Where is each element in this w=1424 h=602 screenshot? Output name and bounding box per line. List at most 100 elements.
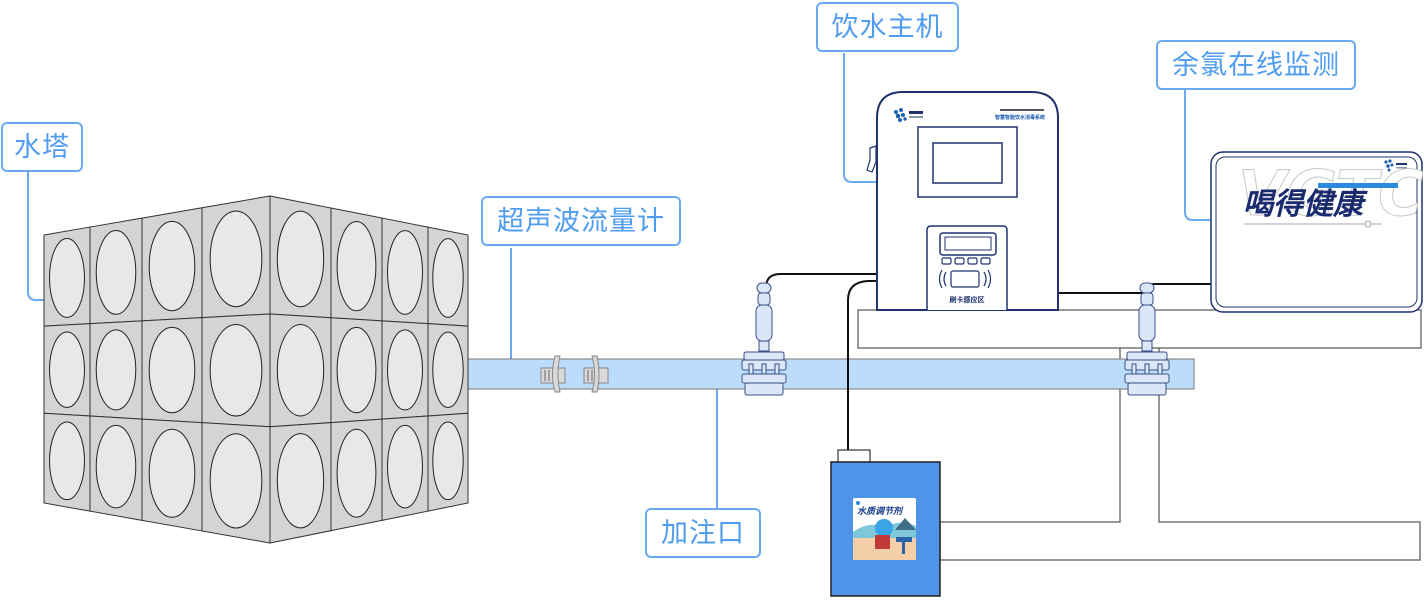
tower-panel-disc [276, 210, 325, 308]
dosing-tank-cap [837, 449, 871, 464]
diagram-shape [755, 304, 773, 342]
tower-panel-disc [336, 428, 377, 518]
tower-panel-disc [95, 230, 137, 315]
drinking-water-host: 智慧智能饮水消毒系统 刷卡感应区 [866, 91, 1059, 311]
inline-sensor-dosing [741, 282, 787, 396]
diagram-shape [741, 282, 1170, 396]
monitor-logo-icon [1384, 159, 1394, 172]
diagram-shape [1396, 163, 1407, 165]
diagram-shape [1157, 363, 1163, 375]
diagram-shape [898, 118, 902, 122]
diagram-shape [903, 117, 907, 121]
diagram-shape [1384, 160, 1388, 164]
diagram-shape [894, 110, 898, 114]
host-brand-header: 智慧智能饮水消毒系统 [995, 114, 1045, 121]
diagram-shape [758, 340, 770, 352]
tower-panel-disc [336, 221, 377, 312]
diagram-shape [895, 113, 901, 119]
tower-panel-disc [432, 421, 464, 501]
diagram-shape [774, 363, 780, 375]
tower-panel-disc [387, 329, 423, 411]
diagram-shape [899, 108, 903, 112]
return-pipe-network [857, 309, 1422, 561]
diagram-shape [544, 370, 593, 381]
nfc-icon [938, 269, 992, 289]
diagram-shape [1131, 363, 1137, 375]
tower-panel-disc [209, 433, 263, 529]
diagram-shape [1127, 382, 1167, 396]
diagram-shape [902, 542, 905, 554]
diagram-shape [1139, 282, 1155, 294]
diagram-shape [909, 116, 923, 118]
tank-sticker: 水质调节剂 [853, 498, 916, 560]
diagram-shape [875, 519, 893, 537]
tank-sticker-title: 水质调节剂 [857, 506, 904, 517]
diagram-shape [1138, 304, 1156, 342]
diagram-shape [944, 236, 992, 251]
tower-panel-disc [387, 230, 423, 315]
host-screen [932, 142, 1003, 184]
dosing-tank: 水质调节剂 [830, 449, 941, 597]
monitor-slogan: 喝得健康 [1243, 187, 1368, 222]
diagram-shape [909, 111, 923, 114]
diagram-shape [748, 363, 754, 375]
callout-dosing-port: 加注口 [645, 508, 761, 558]
tower-panel-disc [276, 433, 325, 529]
diagram-shape [896, 537, 912, 542]
tower-panel-disc [209, 324, 263, 417]
dosing-leader [716, 371, 742, 508]
diagram-shape [1388, 159, 1392, 163]
flowmeter-clamp-2 [591, 355, 600, 393]
tower-panel-disc [432, 238, 464, 318]
water-tower-leader [27, 170, 44, 301]
diagram-shape [901, 113, 905, 117]
tower-panel-disc [209, 210, 263, 308]
diagram-shape [941, 257, 952, 265]
ultrasonic-flowmeter [540, 355, 609, 393]
callout-water-tower: 水塔 [1, 122, 83, 172]
inline-sensor-chlorine [1124, 282, 1170, 396]
card-area-label: 刷卡感应区 [949, 295, 985, 304]
water-tower [43, 195, 469, 544]
diagram-shape [743, 351, 785, 361]
tower-panel-disc [432, 331, 464, 408]
host-logo-icon [894, 108, 907, 122]
flowmeter-clamp-1 [552, 355, 561, 393]
chlorine-leader [1184, 88, 1213, 221]
diagram-shape [1387, 168, 1391, 172]
diagram-shape [1124, 373, 1170, 384]
callout-chlorine-monitor: 余氯在线监测 [1156, 40, 1356, 90]
tower-panel-disc [148, 220, 196, 312]
tower-panel-disc [276, 324, 325, 417]
diagram-shape [1390, 163, 1394, 167]
tower-panel-disc [387, 424, 423, 509]
callout-host: 饮水主机 [816, 2, 959, 52]
tower-panel-disc [95, 424, 137, 509]
diagram-shape [1364, 220, 1372, 228]
diagram-shape [1126, 351, 1168, 361]
host-leader [843, 53, 877, 183]
tower-panel-disc [49, 421, 85, 501]
diagram-shape [761, 363, 767, 375]
keypad-buttons [941, 257, 991, 265]
diagram-shape [987, 269, 992, 289]
main-pipe [465, 358, 1195, 390]
diagram-shape [757, 292, 771, 306]
diagram-shape [983, 271, 987, 287]
callout-flowmeter: 超声波流量计 [481, 196, 681, 246]
diagram-shape [950, 270, 980, 288]
diagram-shape [943, 271, 947, 287]
diagram-shape [756, 282, 772, 294]
diagram-shape [1144, 363, 1150, 375]
diagram-shape [1141, 340, 1153, 352]
diagram-shape [895, 518, 916, 530]
diagram-shape [875, 535, 890, 549]
diagram-shape [1396, 167, 1407, 169]
diagram-shape [856, 501, 860, 505]
diagram-shape [1318, 183, 1398, 188]
diagram-shape [1386, 164, 1390, 168]
host-tap-icon [866, 145, 877, 173]
diagram-shape [847, 280, 878, 460]
diagram-shape [744, 382, 784, 396]
